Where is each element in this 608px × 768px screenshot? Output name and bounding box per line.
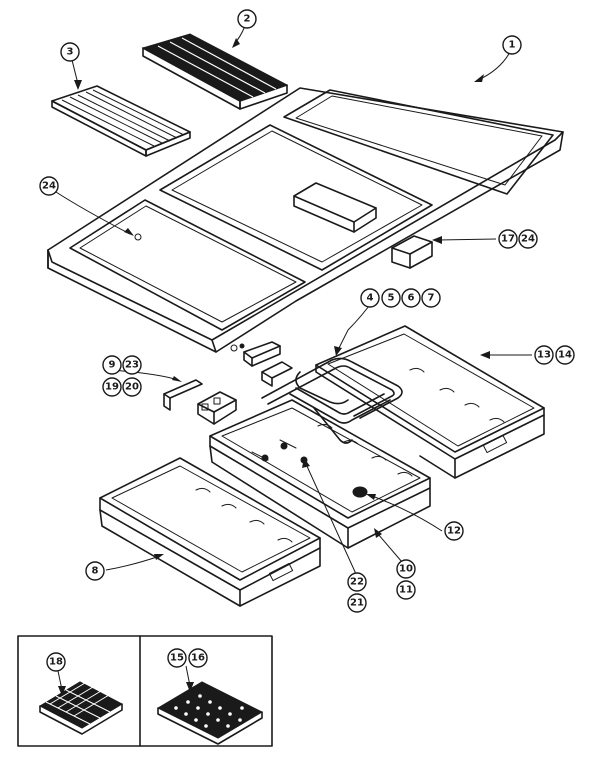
svg-text:4: 4 bbox=[367, 293, 374, 304]
callout-10: 10 bbox=[396, 559, 416, 579]
svg-text:22: 22 bbox=[350, 577, 364, 588]
callout-24-right: 24 bbox=[518, 229, 538, 249]
callout-16: 16 bbox=[188, 648, 208, 668]
callout-13: 13 bbox=[534, 345, 554, 365]
part-3-grate bbox=[51, 85, 191, 157]
svg-text:14: 14 bbox=[558, 350, 572, 361]
part-18-grate bbox=[38, 679, 124, 735]
callout-2: 2 bbox=[237, 9, 257, 29]
part-4-element bbox=[261, 357, 403, 444]
svg-text:7: 7 bbox=[428, 293, 435, 304]
terminal-parts bbox=[230, 341, 293, 387]
callout-8: 8 bbox=[85, 561, 105, 581]
callout-23: 23 bbox=[122, 355, 142, 375]
svg-text:3: 3 bbox=[67, 47, 74, 58]
callout-1: 1 bbox=[502, 35, 522, 55]
svg-text:17: 17 bbox=[501, 234, 515, 245]
callout-24-top: 24 bbox=[39, 176, 59, 196]
part-8-pan bbox=[99, 457, 321, 607]
svg-text:18: 18 bbox=[49, 657, 63, 668]
svg-text:20: 20 bbox=[125, 382, 139, 393]
svg-text:5: 5 bbox=[388, 293, 395, 304]
inset-box bbox=[17, 635, 273, 747]
callout-21: 21 bbox=[347, 593, 367, 613]
callout-11: 11 bbox=[396, 580, 416, 600]
part-9-bracket bbox=[163, 379, 237, 425]
svg-text:16: 16 bbox=[191, 653, 205, 664]
svg-text:9: 9 bbox=[109, 360, 116, 371]
callout-6: 6 bbox=[401, 288, 421, 308]
svg-text:6: 6 bbox=[408, 293, 415, 304]
svg-text:24: 24 bbox=[521, 234, 535, 245]
part-15-grate bbox=[156, 681, 264, 745]
svg-text:23: 23 bbox=[125, 360, 139, 371]
svg-text:2: 2 bbox=[244, 14, 251, 25]
callout-18: 18 bbox=[46, 652, 66, 672]
svg-text:19: 19 bbox=[105, 382, 119, 393]
svg-text:10: 10 bbox=[399, 564, 413, 575]
callout-15: 15 bbox=[167, 648, 187, 668]
part-2-grate bbox=[141, 33, 289, 110]
callout-3: 3 bbox=[60, 42, 80, 62]
callout-17: 17 bbox=[498, 229, 518, 249]
callout-4: 4 bbox=[360, 288, 380, 308]
svg-text:12: 12 bbox=[447, 526, 461, 537]
svg-text:1: 1 bbox=[509, 40, 516, 51]
callout-12: 12 bbox=[444, 521, 464, 541]
svg-text:21: 21 bbox=[350, 598, 364, 609]
svg-text:13: 13 bbox=[537, 350, 551, 361]
callout-14: 14 bbox=[555, 345, 575, 365]
svg-text:24: 24 bbox=[42, 181, 56, 192]
callout-22: 22 bbox=[347, 572, 367, 592]
part-1-cooktop bbox=[47, 87, 564, 353]
svg-text:8: 8 bbox=[92, 566, 99, 577]
part-10-pan bbox=[209, 399, 431, 549]
svg-text:11: 11 bbox=[399, 585, 413, 596]
callout-7: 7 bbox=[421, 288, 441, 308]
callout-19: 19 bbox=[102, 377, 122, 397]
svg-text:15: 15 bbox=[170, 653, 184, 664]
part-13-pan bbox=[315, 325, 545, 479]
callout-9: 9 bbox=[102, 355, 122, 375]
callout-5: 5 bbox=[381, 288, 401, 308]
callout-20: 20 bbox=[122, 377, 142, 397]
